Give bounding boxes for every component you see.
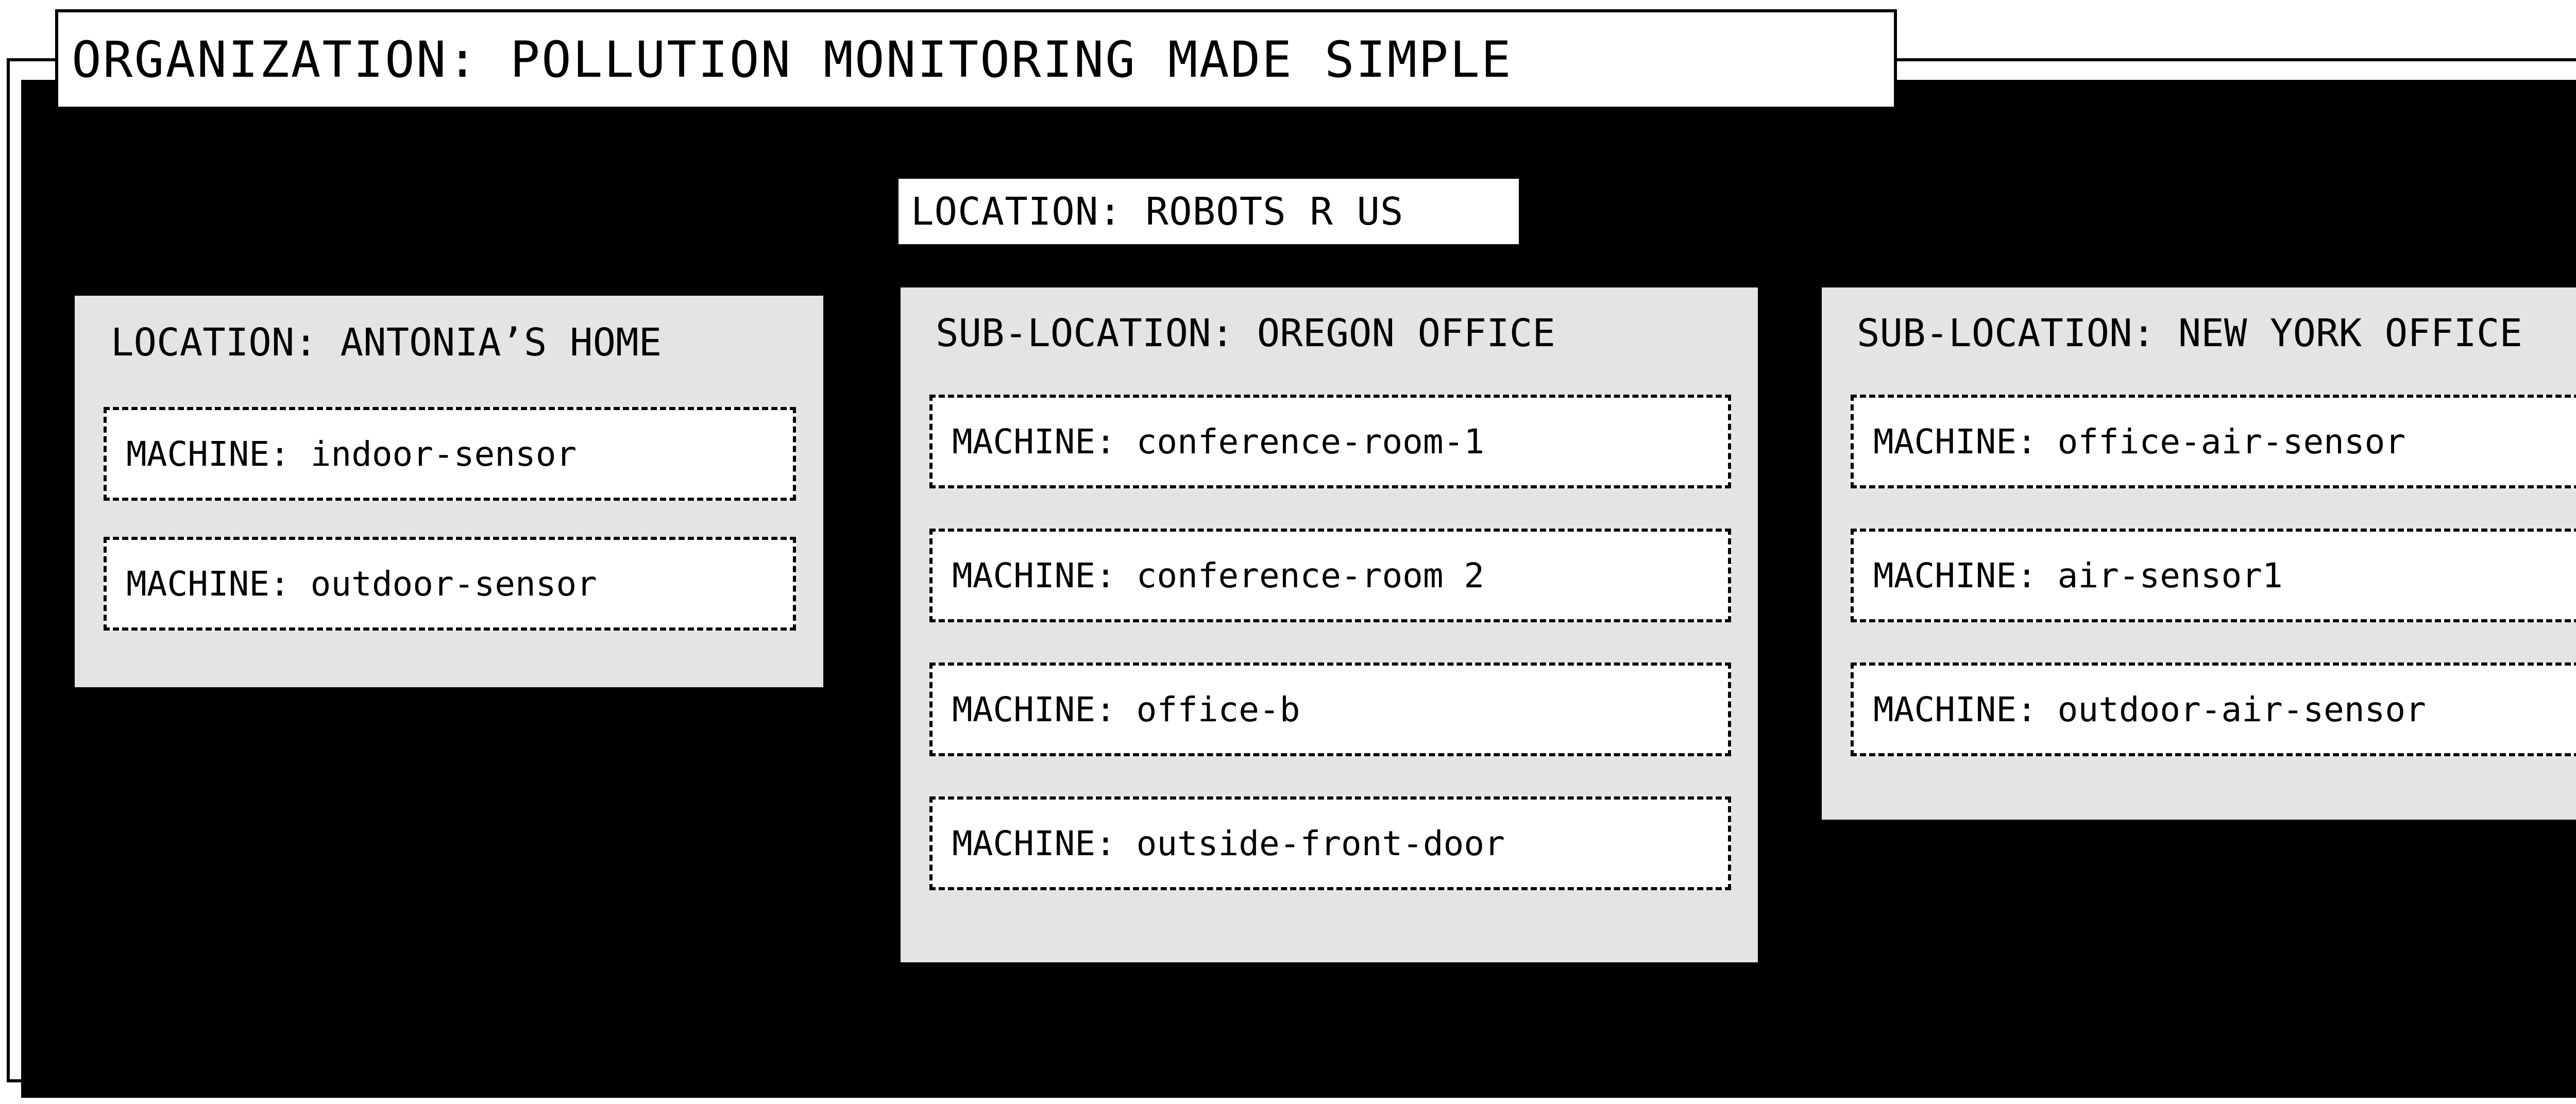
machine-label: MACHINE: office-b — [952, 689, 1300, 729]
machine-label: MACHINE: indoor-sensor — [126, 434, 577, 474]
sublocation-new-york-office[interactable]: SUB-LOCATION: NEW YORK OFFICE MACHINE: o… — [1819, 284, 2576, 823]
machine-label: MACHINE: outdoor-air-sensor — [1873, 689, 2426, 729]
machine-box[interactable]: MACHINE: office-b — [929, 663, 1731, 756]
machine-label: MACHINE: outside-front-door — [952, 823, 1505, 863]
machine-box[interactable]: MACHINE: air-sensor1 — [1851, 529, 2576, 622]
machine-box[interactable]: MACHINE: conference-room-1 — [929, 395, 1731, 488]
machine-box[interactable]: MACHINE: outside-front-door — [929, 796, 1731, 890]
machine-label: MACHINE: office-air-sensor — [1873, 421, 2406, 462]
sublocation-new-york-office-label: SUB-LOCATION: NEW YORK OFFICE — [1857, 311, 2523, 355]
machine-label: MACHINE: outdoor-sensor — [126, 564, 597, 604]
organization-title-box: ORGANIZATION: POLLUTION MONITORING MADE … — [55, 9, 1897, 110]
location-antonias-home-title: LOCATION: ANTONIA’S HOME — [111, 320, 662, 365]
machine-label: MACHINE: conference-room 2 — [952, 555, 1485, 596]
location-antonias-home-label: LOCATION: ANTONIA’S HOME — [111, 320, 662, 365]
machine-label: MACHINE: conference-room-1 — [952, 421, 1485, 462]
machine-box[interactable]: MACHINE: conference-room 2 — [929, 529, 1731, 622]
sublocation-oregon-office-label: SUB-LOCATION: OREGON OFFICE — [936, 311, 1555, 355]
location-antonias-home[interactable]: LOCATION: ANTONIA’S HOME MACHINE: indoor… — [72, 293, 826, 690]
location-robots-r-us-label: LOCATION: ROBOTS R US — [911, 189, 1404, 234]
machine-box[interactable]: MACHINE: outdoor-air-sensor — [1851, 663, 2576, 756]
machine-label: MACHINE: air-sensor1 — [1873, 555, 2283, 596]
location-robots-r-us-title-box: LOCATION: ROBOTS R US — [895, 176, 1522, 247]
machine-box[interactable]: MACHINE: indoor-sensor — [104, 407, 796, 501]
sublocation-new-york-office-title: SUB-LOCATION: NEW YORK OFFICE — [1857, 311, 2522, 355]
sublocation-oregon-office[interactable]: SUB-LOCATION: OREGON OFFICE MACHINE: con… — [897, 284, 1761, 965]
organization-title-label: ORGANIZATION: POLLUTION MONITORING MADE … — [72, 30, 1513, 89]
machine-box[interactable]: MACHINE: outdoor-sensor — [104, 537, 796, 631]
sublocation-oregon-office-title: SUB-LOCATION: OREGON OFFICE — [936, 311, 1555, 355]
location-robots-r-us-container[interactable] — [859, 212, 2576, 1008]
machine-box[interactable]: MACHINE: office-air-sensor — [1851, 395, 2576, 488]
